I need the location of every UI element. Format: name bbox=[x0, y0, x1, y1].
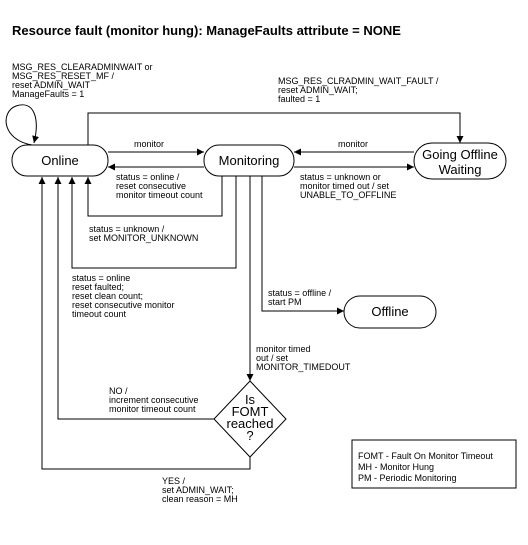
label-monitor-timed-out: monitor timed out / set MONITOR_TIMEDOUT bbox=[256, 344, 351, 372]
state-online bbox=[11, 144, 109, 177]
state-offline bbox=[343, 295, 437, 329]
decision-label-3: reached bbox=[227, 416, 274, 431]
label-yes-branch: YES / set ADMIN_WAIT; clean reason = MH bbox=[162, 476, 238, 504]
self-loop-arrow bbox=[5, 104, 40, 146]
label-clradmin-wait-fault: MSG_RES_CLRADMIN_WAIT_FAULT / reset ADMI… bbox=[278, 76, 441, 104]
label-status-online: status = online / reset consecutive moni… bbox=[116, 172, 203, 200]
label-self-loop: MSG_RES_CLEARADMINWAIT or MSG_RES_RESET_… bbox=[12, 62, 155, 99]
state-monitoring bbox=[203, 144, 295, 177]
label-status-unknown: status = unknown / set MONITOR_UNKNOWN bbox=[89, 224, 198, 243]
state-going-offline-label-1: Going Offline bbox=[422, 147, 498, 162]
label-no-branch: NO / increment consecutive monitor timeo… bbox=[109, 386, 201, 414]
arrow-status-unknown bbox=[84, 176, 223, 217]
state-monitoring-label: Monitoring bbox=[219, 153, 280, 168]
arrow-yes-branch bbox=[38, 177, 251, 470]
state-online-label: Online bbox=[41, 153, 79, 168]
decision-fomt-reached bbox=[213, 380, 287, 458]
label-status-offline: status = offline / start PM bbox=[268, 288, 334, 307]
decision-label-1: Is bbox=[245, 392, 256, 407]
legend-text: FOMT - Fault On Monitor Timeout MH - Mon… bbox=[358, 451, 495, 483]
state-going-offline-label-2: Waiting bbox=[439, 162, 482, 177]
state-going-offline-waiting bbox=[413, 142, 507, 180]
arrow-monitoring-to-offline bbox=[261, 176, 344, 315]
label-status-online-reset: status = online reset faulted; reset cle… bbox=[72, 273, 177, 319]
label-status-unknown-or-timeout: status = unknown or monitor timed out / … bbox=[300, 172, 396, 200]
arrow-no-branch bbox=[54, 177, 214, 420]
arrow-clradmin-wait-fault bbox=[87, 112, 464, 145]
label-online-to-monitoring: monitor bbox=[134, 139, 164, 149]
decision-label-4: ? bbox=[246, 428, 253, 443]
arrow-status-online-reset bbox=[68, 176, 237, 269]
diagram-title: Resource fault (monitor hung): ManageFau… bbox=[12, 23, 401, 38]
label-going-offline-to-monitoring: monitor bbox=[338, 139, 368, 149]
legend-box bbox=[351, 439, 517, 489]
decision-label-2: FOMT bbox=[232, 404, 269, 419]
state-offline-label: Offline bbox=[371, 304, 408, 319]
